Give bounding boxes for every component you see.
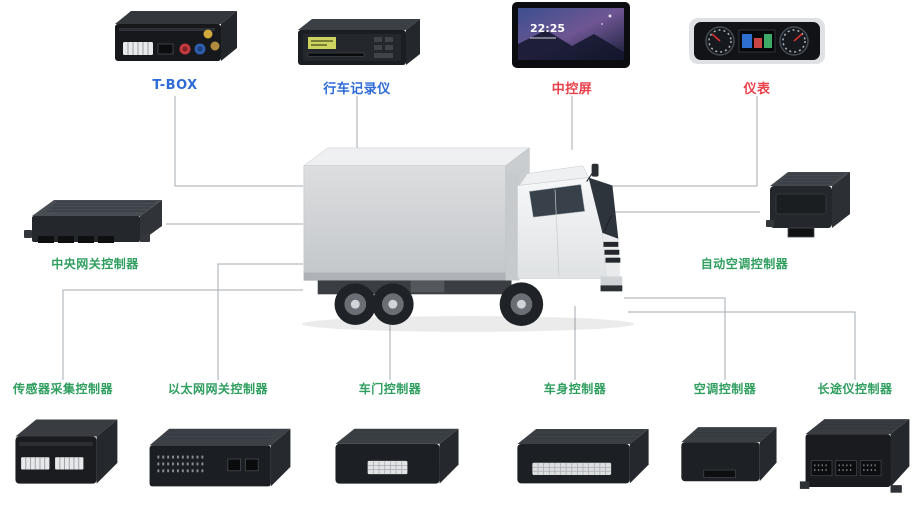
ac-controller-device	[672, 412, 784, 502]
instrument-cluster-label: 仪表	[743, 82, 771, 97]
gateway-label: 中央网关控制器	[51, 257, 139, 271]
sensor-controller-device	[6, 400, 124, 505]
tbox-device	[105, 4, 245, 76]
truck-illustration	[292, 128, 648, 336]
gateway-image	[24, 200, 162, 243]
sensor-controller-image	[15, 419, 118, 484]
auto-ac-image	[766, 172, 850, 238]
screen-time: 22:25	[530, 22, 565, 35]
body-controller-image	[517, 429, 649, 484]
instrument-cluster-device	[686, 10, 828, 72]
door-controller-label: 车门控制器	[358, 382, 422, 396]
instrument-cluster-image	[689, 18, 825, 64]
center-screen-label: 中控屏	[551, 82, 593, 97]
ethernet-gateway-device	[140, 416, 300, 506]
dashcam-image	[298, 19, 420, 65]
door-controller-image	[335, 428, 459, 484]
trip-controller-device	[798, 400, 916, 508]
dashcam-label: 行车记录仪	[323, 82, 391, 97]
center-screen-device: 22:25	[506, 0, 636, 74]
ac-controller-image	[681, 427, 777, 482]
auto-ac-device	[758, 164, 858, 248]
trip-controller-label: 长途仪控制器	[817, 382, 893, 396]
body-controller-label: 车身控制器	[543, 382, 607, 396]
door-controller-device	[326, 416, 468, 502]
trip-controller-image	[799, 419, 910, 493]
auto-ac-label: 自动空调控制器	[700, 257, 789, 271]
ethernet-gateway-label: 以太网网关控制器	[167, 382, 268, 396]
tbox-label: T-BOX	[152, 78, 198, 93]
tbox-image	[115, 11, 237, 61]
ethernet-gateway-image	[149, 428, 291, 487]
dashcam-device	[290, 14, 425, 74]
ac-controller-label: 空调控制器	[693, 382, 757, 396]
sensor-controller-label: 传感器采集控制器	[12, 382, 113, 396]
truck-image	[301, 147, 635, 332]
truck-wheels	[334, 282, 544, 326]
gateway-device	[20, 190, 170, 252]
body-controller-device	[508, 416, 658, 502]
center-screen-image: 22:25	[512, 2, 630, 68]
